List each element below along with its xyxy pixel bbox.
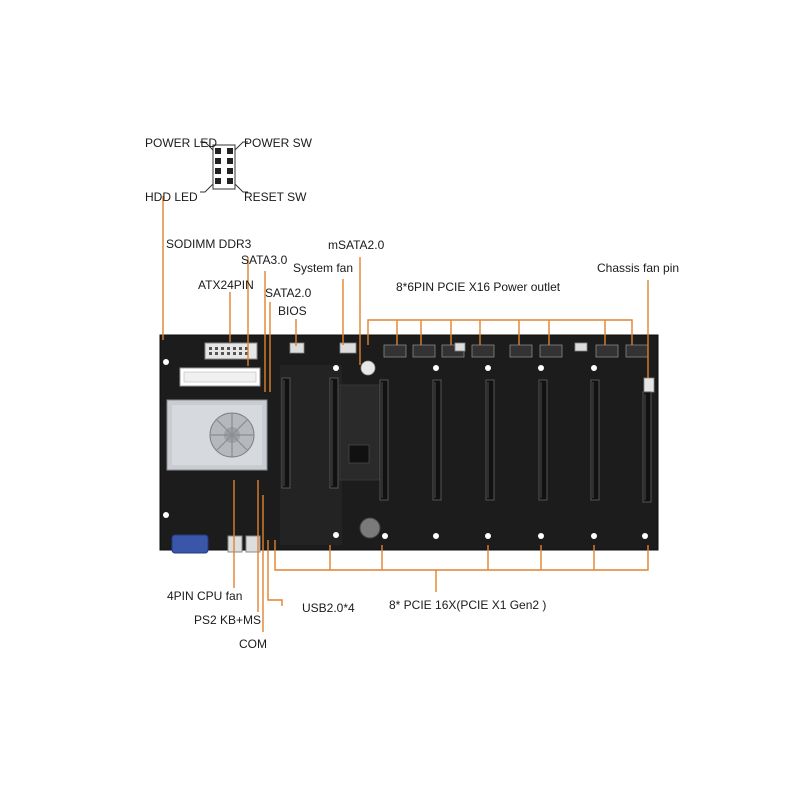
label-bios: BIOS [278,304,307,318]
chassis-fan-header [643,377,655,393]
label-ps2: PS2 KB+MS [194,613,262,627]
label-com: COM [239,637,267,651]
mounting-holes [163,359,648,539]
label-sata3: SATA3.0 [241,253,288,267]
label-msata: mSATA2.0 [328,238,385,252]
label-power-led: POWER LED [145,136,218,150]
label-sodimm: SODIMM DDR3 [166,237,252,251]
cpu-heatsink [166,399,268,471]
label-system-fan: System fan [293,261,354,275]
usb-port-2 [245,535,261,553]
label-sata2: SATA2.0 [265,286,312,300]
atx24-connector [204,342,258,360]
label-atx24: ATX24PIN [198,278,254,292]
label-usb: USB2.0*4 [302,601,355,615]
usb-port-1 [227,535,243,553]
label-pcie-slots: 8* PCIE 16X(PCIE X1 Gen2 ) [389,598,547,612]
leader-lines [162,196,649,632]
pcie-slots [281,377,652,503]
vga-port [171,534,209,554]
label-reset-sw: RESET SW [244,190,307,204]
label-power-sw: POWER SW [244,136,312,150]
label-cpu-fan: 4PIN CPU fan [167,589,243,603]
label-hdd-led: HDD LED [145,190,198,204]
label-chassis-fan: Chassis fan pin [597,261,680,275]
label-pcie-power: 8*6PIN PCIE X16 Power outlet [396,280,561,294]
cmos-battery [359,517,381,539]
front-panel-header [200,141,248,193]
